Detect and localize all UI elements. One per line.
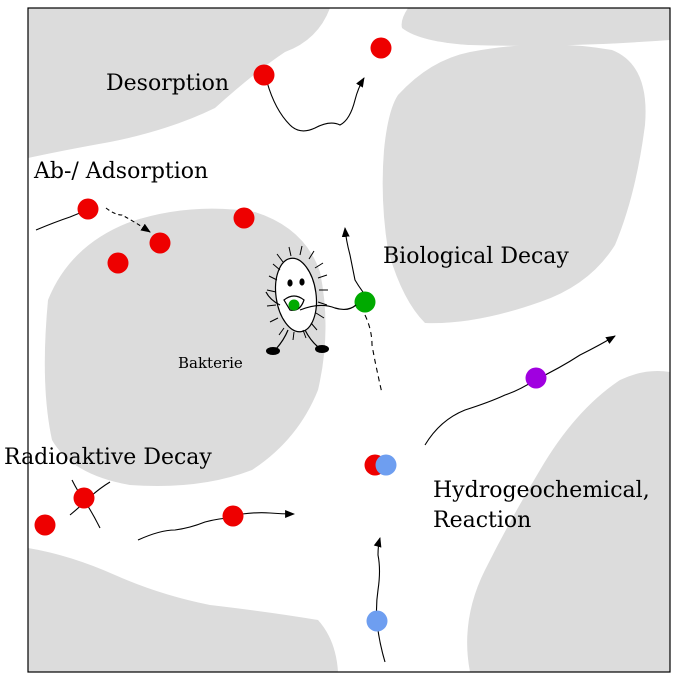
labels: Desorption Ab-/ Adsorption Biological De…: [4, 71, 650, 533]
blue-trajectory: [373, 537, 386, 663]
red-particle-decay-2: [34, 514, 56, 536]
blue-particle-reaction: [375, 454, 397, 476]
blue-particle-bottom: [366, 610, 388, 632]
purple-trajectory: [424, 335, 616, 446]
bacterium-foot-right: [315, 345, 329, 353]
bacterium-arm-left: [265, 291, 281, 306]
adsorption-trajectory-out: [105, 207, 151, 233]
label-biological-decay: Biological Decay: [383, 244, 569, 269]
red-particle-bottom: [222, 505, 244, 527]
frame: [27, 7, 671, 673]
grain-top-left: [28, 8, 330, 158]
red-particle-adsorption-2: [149, 232, 171, 254]
grain-biological: [382, 44, 646, 324]
purple-particle: [525, 367, 547, 389]
red-particle-adsorption-4: [233, 207, 255, 229]
bacterium-cilia: [266, 245, 328, 341]
red-particle-adsorption-3: [107, 252, 129, 274]
desorption-trajectory: [266, 77, 365, 132]
green-particle: [354, 291, 376, 313]
bacterium-arm-right: [299, 304, 357, 311]
grain-right-bottom: [467, 371, 670, 672]
bacterium-leg-right: [304, 329, 319, 348]
bacterium-eye-left: [287, 279, 293, 287]
red-particle-adsorption-1: [77, 198, 99, 220]
label-hydrogeochemical: Hydrogeochemical,: [433, 478, 650, 503]
label-desorption: Desorption: [106, 71, 229, 96]
label-radioaktive-decay: Radioaktive Decay: [4, 445, 212, 470]
red-particle-desorption: [253, 64, 275, 86]
bacterium-eye-right: [299, 278, 305, 286]
label-ab-adsorption: Ab-/ Adsorption: [33, 159, 208, 184]
bacterium-leg-left: [275, 329, 289, 350]
grains: [28, 8, 670, 672]
bacterium-green-particle: [288, 299, 300, 311]
bacterium-foot-left: [266, 347, 280, 355]
bacterium-body: [274, 257, 318, 333]
grain-bottom-left: [28, 548, 338, 672]
red-particle-desorption-top: [370, 37, 392, 59]
red-trajectory-bottom-arrow: [241, 510, 295, 518]
biological-trajectory-down: [364, 314, 383, 394]
label-bakterie: Bakterie: [178, 354, 243, 372]
red-particle-decay-1: [73, 487, 95, 509]
grain-top-right: [401, 8, 670, 46]
red-trajectory-bottom: [137, 517, 233, 541]
label-reaction: Reaction: [433, 508, 531, 533]
grain-center-left: [44, 208, 326, 486]
bacterium: [265, 245, 357, 355]
particles: [34, 37, 547, 632]
